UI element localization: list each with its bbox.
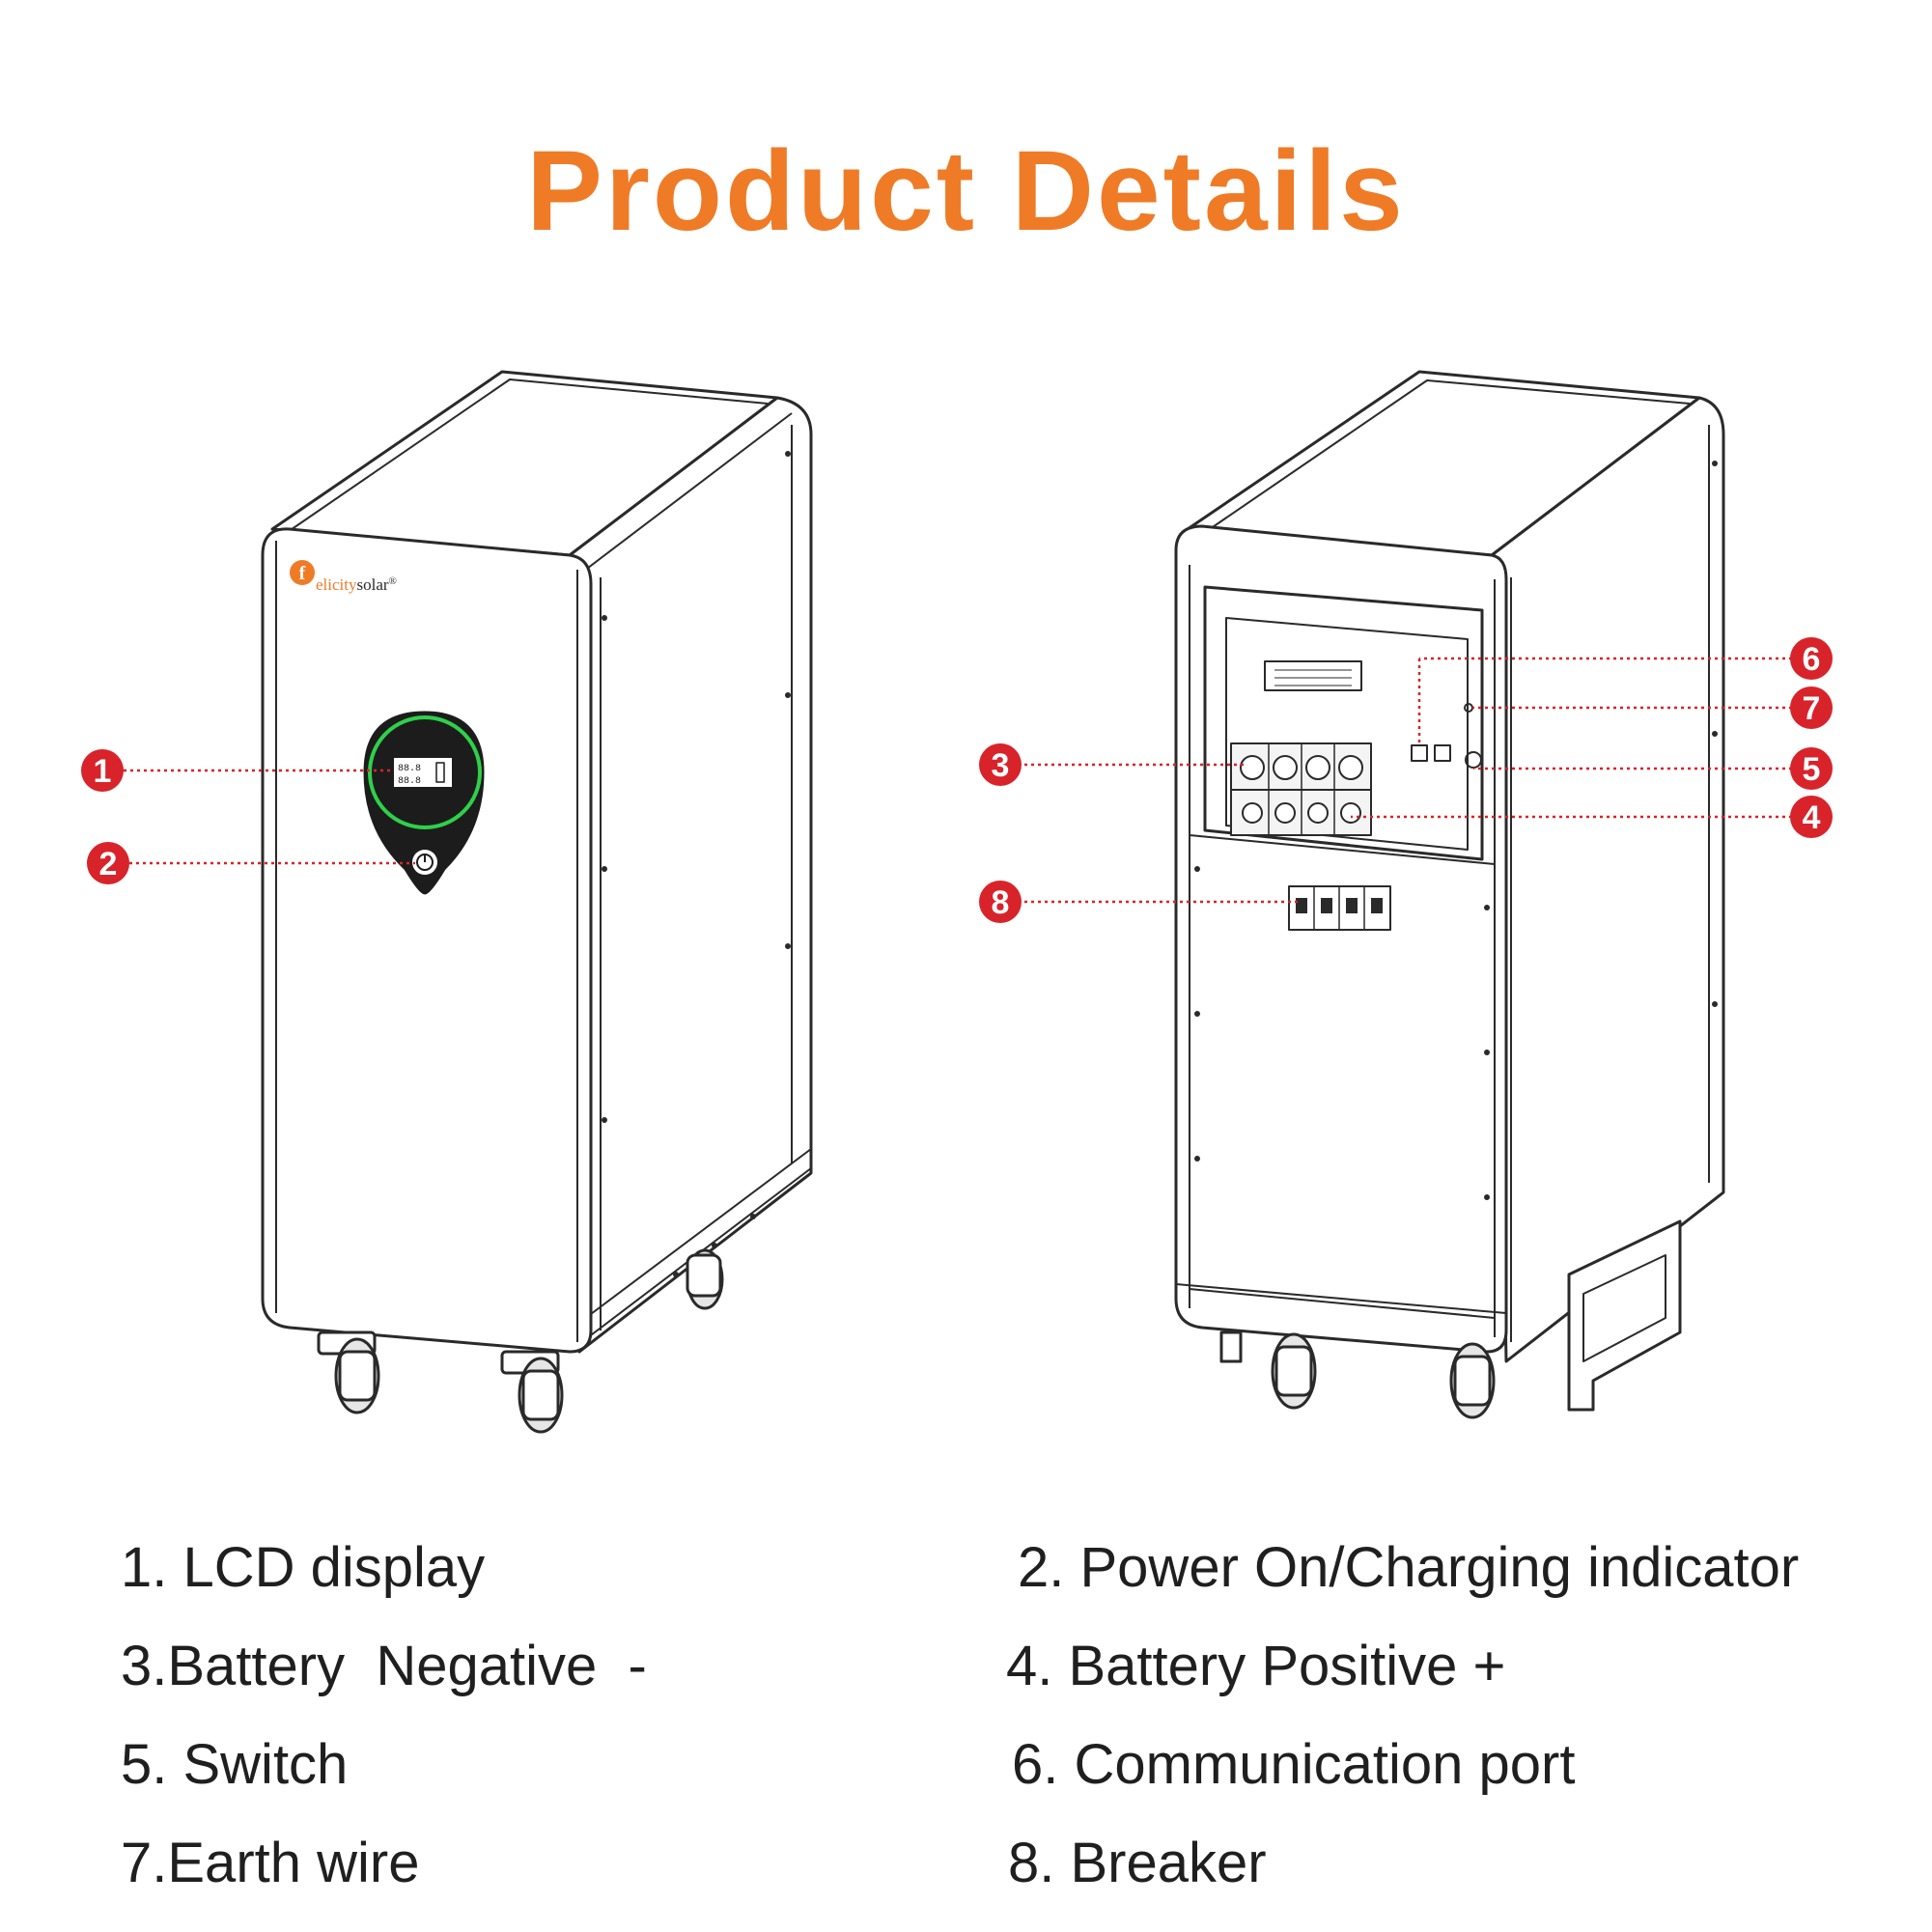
legend-item-lcd-display: 1. LCD display [121, 1536, 486, 1599]
brand-name-part1: elicity [316, 575, 357, 594]
callout-badge-1: 1 [81, 749, 124, 792]
brand-mark: ® [389, 575, 397, 587]
callout-badge-7: 7 [1790, 686, 1833, 729]
legend-item-earth-wire: 7.Earth wire [121, 1832, 420, 1894]
brand-name-part2: solar [356, 575, 388, 594]
svg-text:2: 2 [99, 846, 118, 882]
svg-text:88.8: 88.8 [398, 764, 421, 774]
svg-text:6: 6 [1803, 641, 1821, 678]
logo-letter: f [299, 563, 306, 584]
svg-text:7: 7 [1803, 690, 1821, 727]
svg-text:8: 8 [992, 884, 1010, 921]
legend-item-communication-port: 6. Communication port [1012, 1733, 1576, 1796]
svg-text:3: 3 [992, 747, 1010, 784]
callout-badge-8: 8 [979, 881, 1022, 923]
front-view-unit: 88.8 88.8 [261, 370, 813, 1434]
legend-item-switch: 5. Switch [121, 1733, 349, 1796]
callout-badge-6: 6 [1790, 637, 1833, 680]
callout-leaders [124, 657, 1792, 904]
svg-text:1: 1 [94, 753, 112, 790]
svg-text:5: 5 [1803, 751, 1821, 788]
legend-item-battery-positive: 4. Battery Positive + [1006, 1635, 1506, 1697]
callout-badge-5: 5 [1790, 747, 1833, 790]
page-title: Product Details [526, 127, 1406, 255]
legend-item-power-indicator: 2. Power On/Charging indicator [1018, 1536, 1800, 1599]
svg-text:elicitysolar®: elicitysolar® [316, 575, 397, 594]
callout-badge-2: 2 [87, 842, 129, 884]
callout-badge-3: 3 [979, 743, 1022, 786]
legend-item-battery-negative: 3.Battery Negative - [121, 1635, 647, 1697]
rear-view-unit [1174, 370, 1725, 1419]
callout-badge-4: 4 [1790, 796, 1833, 838]
legend-item-breaker: 8. Breaker [1008, 1832, 1267, 1894]
brand-logo: f elicitysolar® [290, 560, 397, 594]
svg-text:4: 4 [1803, 799, 1821, 836]
svg-text:88.8: 88.8 [398, 776, 421, 787]
